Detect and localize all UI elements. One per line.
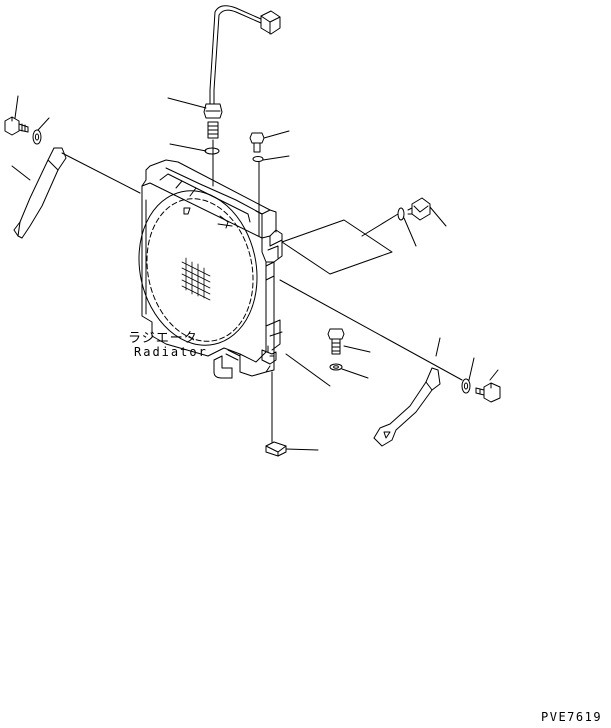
sensor-gasket [169, 143, 220, 155]
side-drain-plug [407, 197, 447, 227]
left-mount-washer [32, 117, 50, 145]
lower-mount-washer [285, 353, 369, 387]
right-mount-washer [461, 357, 475, 394]
left-mount-centerline [61, 152, 141, 194]
radiator-label-en: Radiator [134, 345, 208, 359]
lower-mount-bolt [327, 328, 371, 355]
radiator-label-jp: ラジエータ [128, 331, 198, 346]
right-mount-bolt [475, 369, 501, 403]
left-stay-bracket [11, 147, 67, 239]
bottom-clamp [265, 371, 319, 457]
left-mount-bolt [4, 95, 29, 136]
top-plug-bolt [249, 130, 290, 153]
right-stay-bracket [373, 337, 441, 447]
drawing-code: PVE7619 [541, 710, 603, 724]
radiator-core-grille [181, 257, 211, 301]
side-drain-gasket [397, 207, 417, 247]
rubber-seal-plate [281, 213, 399, 275]
right-mount-centerline [279, 279, 463, 381]
radiator-assembly [138, 159, 283, 379]
top-plug-washer [252, 155, 290, 237]
